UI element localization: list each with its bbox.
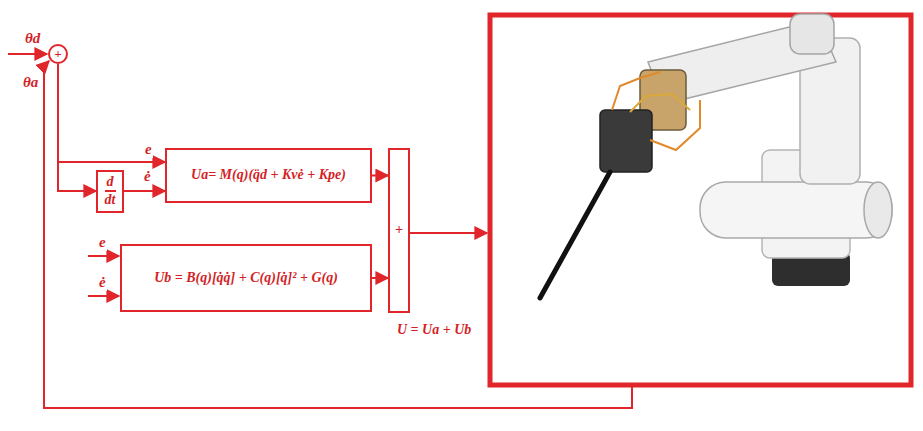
signal-name: ė — [98, 274, 107, 291]
error-connector — [58, 64, 165, 162]
error-connector — [58, 64, 96, 191]
output-wire — [410, 232, 487, 234]
robot-wire — [612, 72, 660, 110]
box-text: dt — [105, 192, 116, 208]
box-text: + — [395, 222, 403, 238]
signal-name: θd — [24, 30, 41, 47]
adder-block: + — [388, 148, 410, 313]
robot-shoulder-cap — [864, 182, 892, 238]
robot-wire — [650, 100, 700, 150]
robot-frame — [490, 15, 911, 385]
signal-connector — [372, 175, 388, 177]
input-wire — [8, 53, 47, 55]
edge-label: ė — [143, 168, 152, 185]
signal-connector — [372, 277, 388, 279]
summing-junction: + — [48, 44, 68, 64]
equation-label: U = Ua + Ub — [396, 322, 472, 338]
box-text: Ub = B(q)[q̇q̇] + C(q)[q̇]² + G(q) — [154, 270, 338, 286]
feedback-wire — [44, 61, 632, 408]
robot-wire — [630, 94, 690, 112]
derivative-box: ddt — [96, 170, 124, 213]
robot-shoulder — [700, 182, 892, 238]
edge-label: e — [144, 141, 153, 158]
rate-connector — [124, 190, 165, 192]
input-wire — [88, 295, 119, 297]
input-wire — [88, 255, 119, 257]
robot-tool — [540, 172, 610, 298]
box-text: d — [105, 174, 116, 192]
control-law-box: Ua= M(q)(q̈d + Kvė + Kpe) — [165, 148, 372, 203]
box-text: + — [54, 47, 61, 62]
signal-name: θa — [22, 74, 39, 91]
box-text: Ua= M(q)(q̈d + Kvė + Kpe) — [191, 167, 346, 183]
signal-name: e — [98, 234, 107, 251]
compensation-box: Ub = B(q)[q̇q̇] + C(q)[q̇]² + G(q) — [120, 244, 372, 312]
robot-elbow — [790, 14, 834, 54]
robot-gripper — [600, 110, 652, 172]
